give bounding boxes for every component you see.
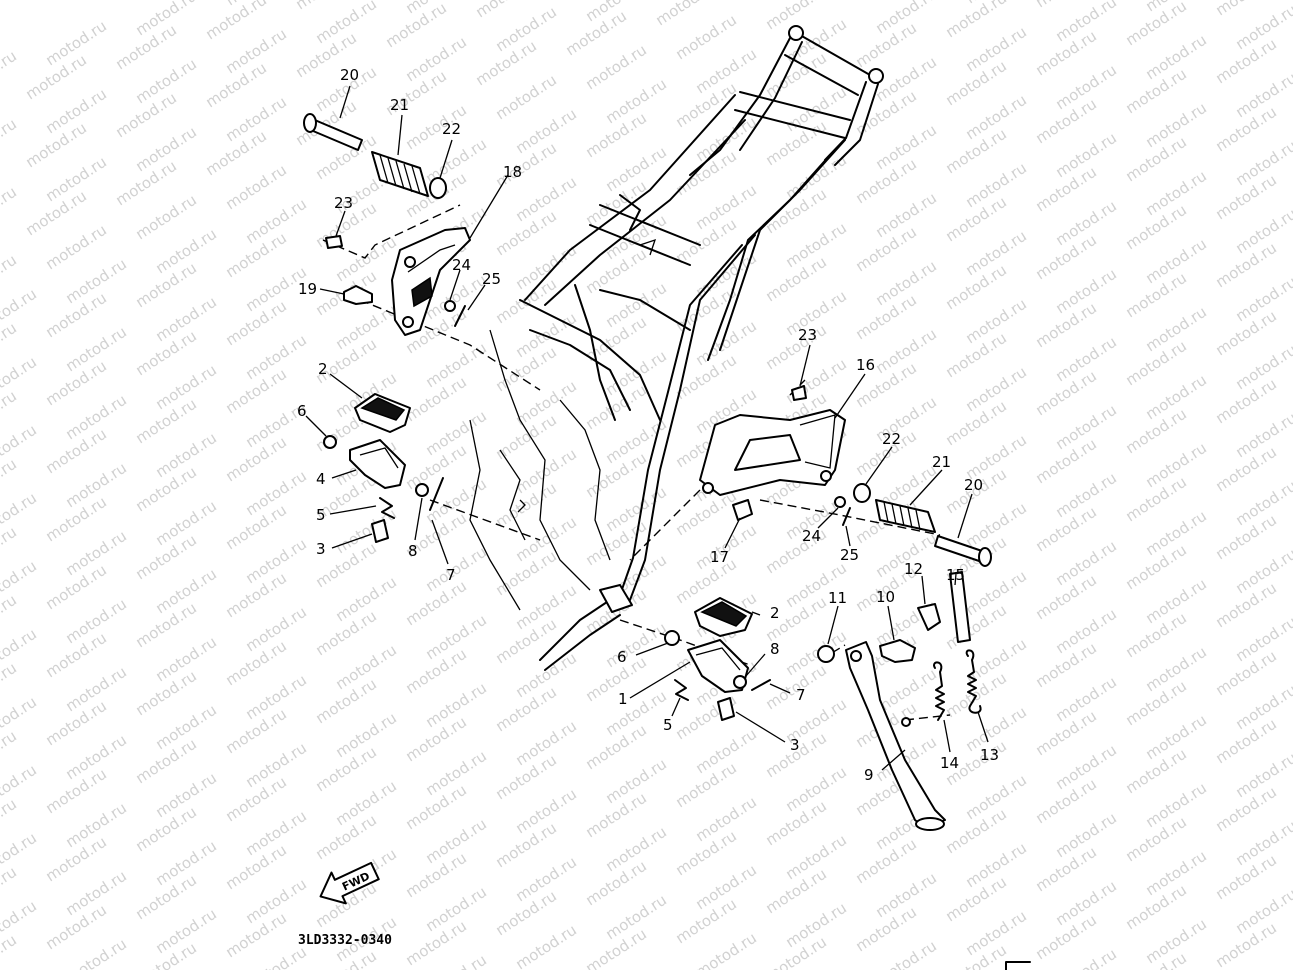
corner-mark [1005,961,1031,970]
callout-9: 9 [864,766,874,784]
callout-8-left: 8 [408,542,418,560]
watermark-text: motod.ru [132,191,200,244]
bolt-19 [343,285,373,305]
callout-23-right: 23 [798,326,817,344]
spring-21-left [371,151,429,197]
right-front-footrest-group [664,597,771,721]
footrest-rubber-2-right [694,597,753,637]
callout-6-left: 6 [297,402,307,420]
spring-21-right [875,499,936,533]
callout-1: 1 [618,690,628,708]
watermark-text: motod.ru [222,161,290,214]
callout-24-right: 24 [802,527,821,545]
watermark-text: motod.ru [0,931,20,970]
callout-13: 13 [980,746,999,764]
footrest-rubber-2-left [354,393,411,433]
callout-20-right: 20 [964,476,983,494]
callout-17: 17 [710,548,729,566]
callout-21-left: 21 [390,96,409,114]
left-front-footrest-group [323,393,444,543]
callout-7-left: 7 [446,566,456,584]
callout-3-right: 3 [790,736,800,754]
callout-18: 18 [503,163,522,181]
watermark-text: motod.ru [582,41,650,94]
watermark-text: motod.ru [42,221,110,274]
callout-14: 14 [940,754,959,772]
washer-22-left [429,177,447,199]
footrest-4 [349,439,406,489]
callout-8-right: 8 [770,640,780,658]
callout-11: 11 [828,589,847,607]
left-rear-footrest-group [303,113,471,336]
callout-25-right: 25 [840,546,859,564]
watermark-text: motod.ru [512,921,580,970]
alignment-lines [322,204,951,721]
callout-4: 4 [316,470,326,488]
sidestand-9 [845,641,946,829]
callout-19: 19 [298,280,317,298]
callout-16: 16 [856,356,875,374]
callout-21-right: 21 [932,453,951,471]
callout-12: 12 [904,560,923,578]
sidestand-group [817,571,982,831]
callout-20-left: 20 [340,66,359,84]
callout-22-left: 22 [442,120,461,138]
watermark-text: motod.ru [0,183,20,236]
callout-5-right: 5 [663,716,673,734]
callout-24-left: 24 [452,256,471,274]
callout-23-left: 23 [334,194,353,212]
callout-7-right: 7 [796,686,806,704]
callout-2-right: 2 [770,604,780,622]
right-rear-footrest-group [699,385,992,567]
callout-6-right: 6 [617,648,627,666]
frame-drawing [469,25,884,671]
callout-15: 15 [946,566,965,584]
forward-direction-arrow: FWD [319,861,380,905]
callout-5-left: 5 [316,506,326,524]
watermark-text: motod.ru [492,71,560,124]
callout-25-left: 25 [482,270,501,288]
watermark-text: motod.ru [0,47,20,100]
watermark-text: motod.ru [692,929,760,970]
leader-lines [305,85,989,771]
callout-22-right: 22 [882,430,901,448]
diagram-code: 3LD3332-0340 [298,933,392,948]
callout-labels: 20 21 22 18 23 19 24 25 2 6 4 5 3 8 7 23… [297,66,999,784]
watermark-text: motod.ru [0,115,20,168]
callout-10: 10 [876,588,895,606]
callout-3-left: 3 [316,540,326,558]
watermark-text: motod.ru [672,11,740,64]
callout-2-left: 2 [318,360,328,378]
